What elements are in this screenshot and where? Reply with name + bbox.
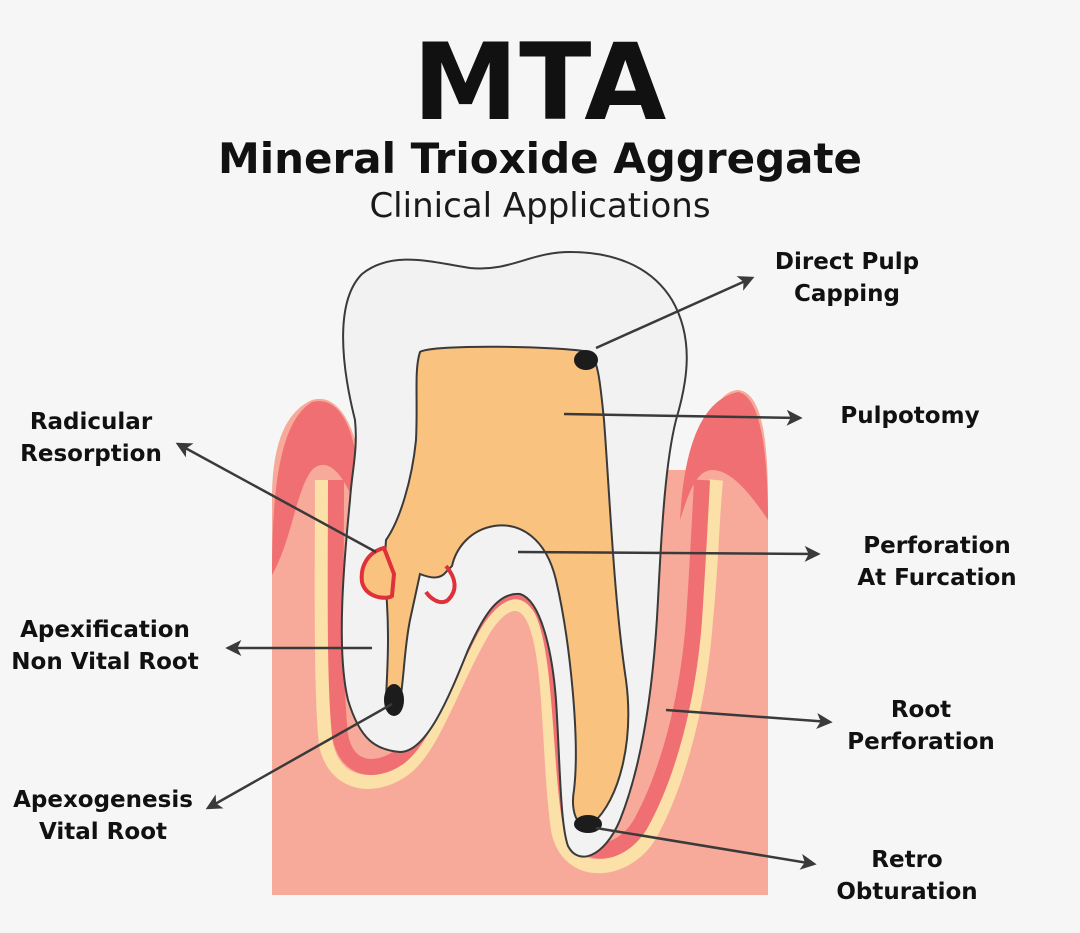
label-line: Non Vital Root — [11, 649, 199, 675]
arrow-pulpotomy — [563, 409, 803, 426]
label-radicular-resorption: Radicular Resorption — [8, 406, 174, 470]
arrow-perforation-furcation — [517, 545, 821, 562]
label-line: At Furcation — [857, 565, 1017, 591]
mta-plug-apex — [384, 684, 404, 716]
title-full-name: Mineral Trioxide Aggregate — [217, 134, 863, 183]
bone-line — [314, 479, 723, 874]
label-line: Radicular — [29, 409, 153, 435]
title-mta: MTA — [412, 21, 668, 144]
mta-plug-retro — [574, 815, 602, 833]
label-line: Perforation — [847, 729, 995, 755]
label-line: Resorption — [20, 441, 162, 467]
label-direct-pulp-capping: Direct Pulp Capping — [762, 246, 932, 310]
arrow-direct-pulp-capping — [595, 276, 755, 350]
label-line: Apexification — [20, 617, 190, 643]
label-apexogenesis: Apexogenesis Vital Root — [0, 784, 206, 848]
label-line: Obturation — [836, 879, 978, 905]
furcation-resorption-site — [424, 564, 457, 605]
label-line: Pulpotomy — [840, 403, 980, 429]
radicular-resorption-site — [359, 545, 397, 600]
label-root-perforation: Root Perforation — [836, 694, 1006, 758]
label-line: Apexogenesis — [13, 787, 193, 813]
label-line: Retro — [871, 847, 943, 873]
label-perforation-at-furcation: Perforation At Furcation — [842, 530, 1032, 594]
label-line: Capping — [793, 281, 901, 307]
label-retro-obturation: Retro Obturation — [822, 844, 992, 908]
arrow-radicular-resorption — [175, 442, 377, 554]
arrow-root-perforation — [665, 708, 833, 730]
label-line: Vital Root — [39, 819, 167, 845]
label-pulpotomy: Pulpotomy — [820, 400, 1000, 432]
label-line: Root — [890, 697, 952, 723]
label-line: Perforation — [863, 533, 1011, 559]
pulp-chamber — [382, 345, 630, 827]
label-apexification: Apexification Non Vital Root — [0, 614, 210, 678]
gum-band-left — [272, 401, 360, 575]
arrow-retro-obturation — [595, 826, 817, 870]
gum-band-right — [680, 392, 768, 520]
title-caption: Clinical Applications — [369, 186, 711, 226]
mta-plug-pulp-cap — [574, 350, 598, 370]
label-line: Direct Pulp — [774, 249, 920, 275]
arrow-apexogenesis — [205, 702, 393, 810]
